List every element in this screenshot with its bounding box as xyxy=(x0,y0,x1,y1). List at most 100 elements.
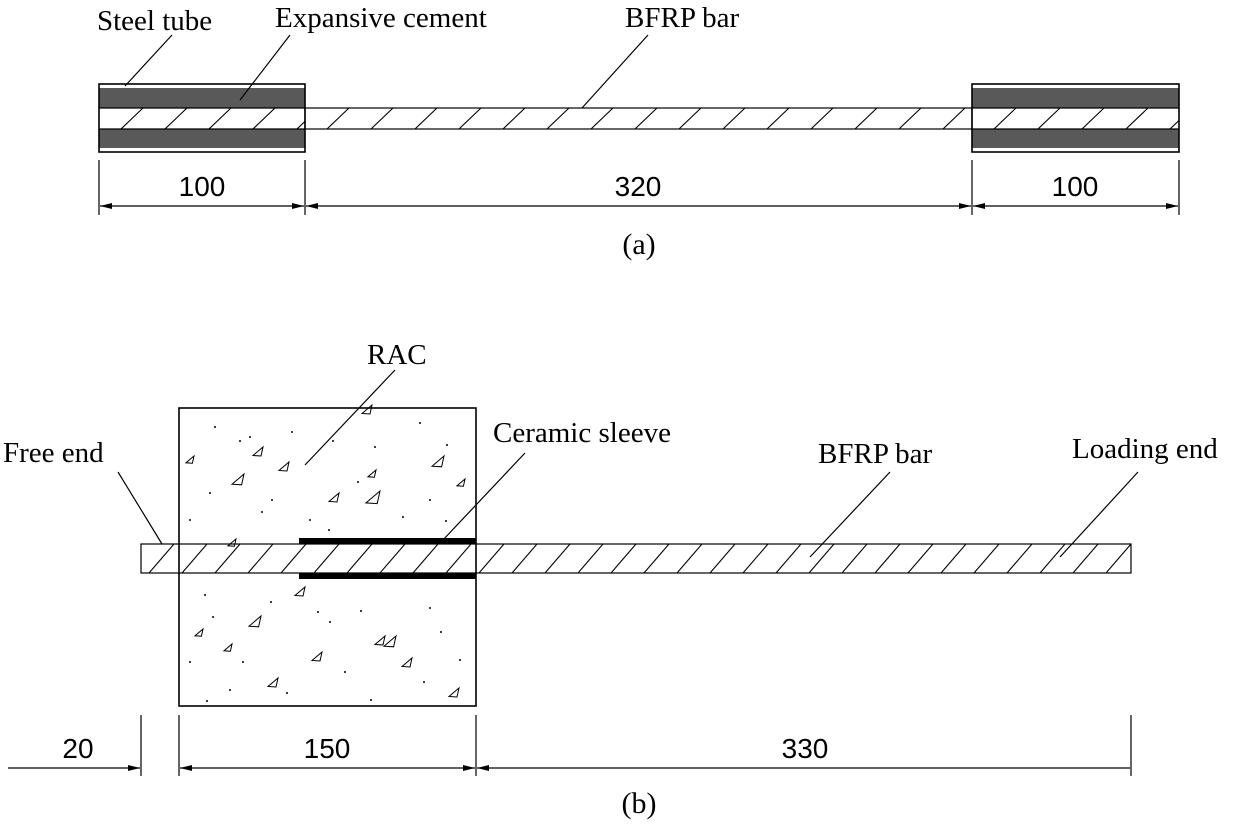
aggregate-dot xyxy=(229,689,231,691)
aggregate-triangle xyxy=(266,676,279,688)
dim-a-right: 100 xyxy=(1052,171,1099,202)
bar-hatch-line xyxy=(766,108,790,129)
bar-hatch-line xyxy=(810,108,834,129)
left-steel-tube-bottom xyxy=(99,129,305,148)
rac-leader xyxy=(304,369,396,466)
bar-hatch-line xyxy=(678,108,702,129)
bar-hatch-line xyxy=(181,544,208,573)
bfrp-bar-b-leader xyxy=(809,471,891,558)
bar-hatch-line xyxy=(1039,544,1066,573)
bar-hatch-line xyxy=(676,544,703,573)
bar-hatch-line xyxy=(544,544,571,573)
aggregate-dot xyxy=(291,431,293,433)
loading-end-label: Loading end xyxy=(1072,433,1218,465)
bar-hatch-line xyxy=(458,108,482,129)
aggregate-dot xyxy=(445,520,447,522)
figure-a: Steel tube Expansive cement BFRP bar 100… xyxy=(97,2,1180,261)
aggregate-dot xyxy=(374,446,376,448)
aggregate-dot xyxy=(214,426,216,428)
cement-hatch-line xyxy=(99,108,100,109)
bfrp-bar-b-label: BFRP bar xyxy=(818,438,932,470)
aggregate-dot xyxy=(329,621,331,623)
bar-hatch-line xyxy=(502,108,526,129)
aggregate-triangle xyxy=(193,627,204,637)
aggregate-triangle xyxy=(293,585,306,597)
cement-hatch-line xyxy=(120,108,144,129)
bfrp-bar-a-label: BFRP bar xyxy=(625,2,739,34)
ceramic-sleeve-bottom xyxy=(299,573,476,579)
aggregate-dot xyxy=(212,616,214,618)
cement-hatch-line xyxy=(1081,108,1105,129)
aggregate-dot xyxy=(309,519,311,521)
cement-hatch-line xyxy=(1169,119,1179,129)
dim-b-second: 150 xyxy=(304,733,351,764)
cement-hatch-line xyxy=(208,108,232,129)
aggregate-triangle xyxy=(400,656,413,668)
ceramic-sleeve-top xyxy=(299,538,476,544)
bar-hatch-line xyxy=(370,108,394,129)
caption-b: (b) xyxy=(622,787,657,820)
bar-hatch-line xyxy=(478,544,505,573)
caption-a: (a) xyxy=(622,228,655,261)
aggregate-dot xyxy=(189,661,191,663)
bar-hatch-line xyxy=(775,544,802,573)
cement-hatch-line xyxy=(252,108,276,129)
cement-hatch-line xyxy=(164,108,188,129)
aggregate-triangle xyxy=(430,454,445,468)
aggregate-dot xyxy=(440,631,442,633)
bar-hatch-line xyxy=(511,544,538,573)
aggregate-triangle xyxy=(247,614,262,628)
bar-hatch-line xyxy=(141,544,142,545)
aggregate-triangle xyxy=(455,477,466,487)
aggregate-triangle xyxy=(364,489,381,505)
bar-hatch-line xyxy=(379,544,406,573)
rac-label: RAC xyxy=(367,339,427,371)
aggregate-dot xyxy=(423,681,425,683)
aggregate-triangle xyxy=(230,472,245,486)
right-anchorage-outline xyxy=(971,83,1180,153)
bar-hatch-line xyxy=(445,544,472,573)
bar-hatch-line xyxy=(1006,544,1033,573)
aggregate-dot xyxy=(317,611,319,613)
dim-b-third: 330 xyxy=(782,733,829,764)
bar-hatch-line xyxy=(214,544,241,573)
aggregate-dot xyxy=(328,529,330,531)
free-end-leader xyxy=(117,471,163,545)
bar-hatch-line xyxy=(643,544,670,573)
right-cement-hatch xyxy=(972,108,1179,129)
bar-hatch-line xyxy=(346,544,373,573)
bar-hatch-line xyxy=(898,108,922,129)
bar-hatch-line xyxy=(940,544,967,573)
aggregate-triangle xyxy=(373,634,386,646)
expansive-cement-leader xyxy=(239,34,291,101)
expansive-cement-label: Expansive cement xyxy=(275,2,487,34)
aggregate-dot xyxy=(242,661,244,663)
bar-hatch-line xyxy=(722,108,746,129)
aggregate-dot xyxy=(286,692,288,694)
aggregate-dot xyxy=(429,499,431,501)
bfrp-bar-b-outline xyxy=(140,543,1132,574)
aggregate-triangle xyxy=(277,460,290,472)
ceramic-sleeve-label: Ceramic sleeve xyxy=(493,417,671,449)
aggregate-dot xyxy=(459,659,461,661)
aggregate-triangle xyxy=(382,634,397,648)
bar-hatch-line xyxy=(577,544,604,573)
left-steel-tube-top xyxy=(99,88,305,108)
rac-block xyxy=(178,403,477,707)
cement-hatch-line xyxy=(1125,108,1149,129)
aggregate-dot xyxy=(239,440,241,442)
bfrp-bar-a-hatch xyxy=(305,108,966,129)
aggregate-dot xyxy=(429,607,431,609)
dim-a-left: 100 xyxy=(179,171,226,202)
bar-hatch-line xyxy=(742,544,769,573)
bar-hatch-line xyxy=(414,108,438,129)
right-steel-tube-bottom xyxy=(972,129,1179,148)
aggregate-triangle xyxy=(184,454,195,464)
aggregate-dot xyxy=(204,594,206,596)
bar-hatch-line xyxy=(305,108,306,109)
rac-aggregates xyxy=(184,403,466,702)
aggregate-triangle xyxy=(251,445,264,457)
right-steel-tube-top xyxy=(972,88,1179,108)
steel-tube-label: Steel tube xyxy=(97,5,212,37)
